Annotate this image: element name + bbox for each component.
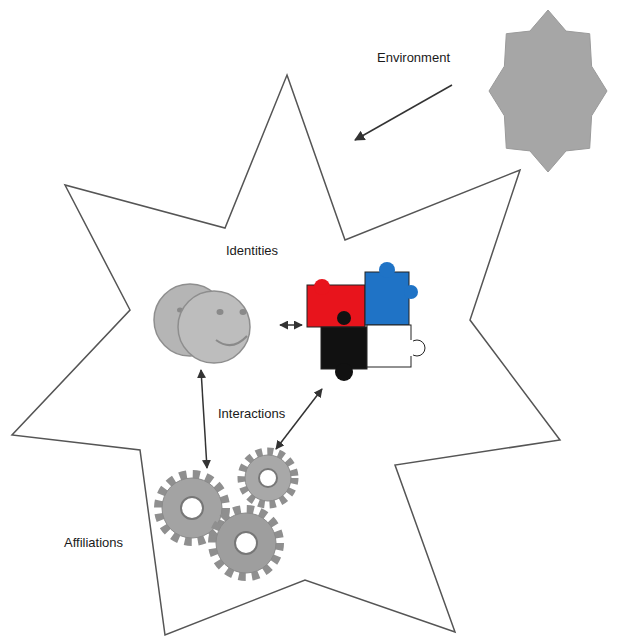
double-arrow <box>201 370 207 468</box>
node-outline <box>452 8 610 176</box>
node-outline <box>0 60 580 637</box>
part-label: Affiliations <box>64 535 123 551</box>
node-label: Identities <box>226 243 278 259</box>
node-label: Environment <box>377 50 450 66</box>
influence-arrow <box>355 85 452 140</box>
system-star-outline <box>12 75 560 635</box>
identity-faces <box>154 284 250 363</box>
environment-node: Environment <box>452 8 610 176</box>
double-arrow <box>280 324 302 326</box>
affiliation-gears <box>159 452 294 576</box>
system-node: IdentitiesInteractions <box>0 60 580 637</box>
environment-star <box>489 10 607 172</box>
puzzle-pieces <box>307 262 425 381</box>
node-sublabel: Interactions <box>218 406 285 422</box>
